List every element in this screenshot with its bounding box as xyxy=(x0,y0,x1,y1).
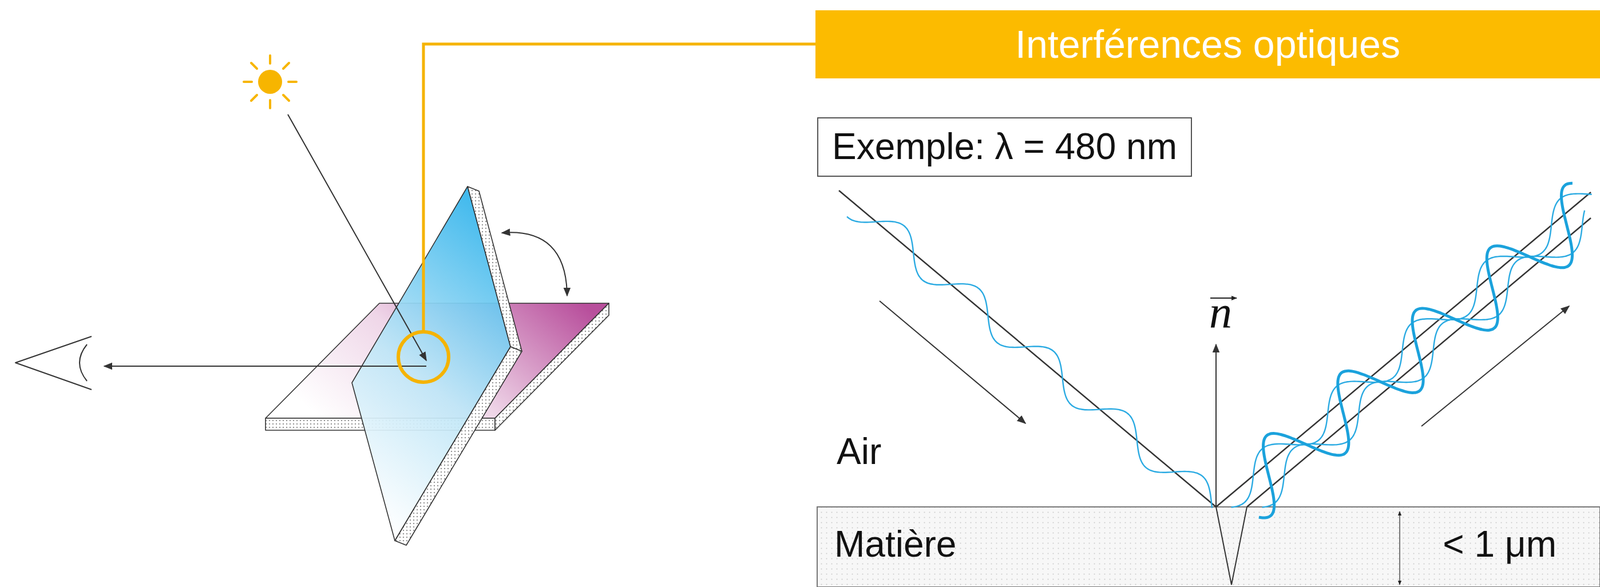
rotation-arrow xyxy=(501,232,568,296)
light-waves xyxy=(846,183,1592,518)
zoom-circle xyxy=(398,331,449,383)
thickness-dimension xyxy=(1399,511,1401,585)
normal-vector xyxy=(1215,344,1217,508)
medium-label: Air xyxy=(836,433,882,470)
normal-vector-label: n xyxy=(1209,288,1233,335)
reflected-light-ray xyxy=(104,365,427,367)
incident-ray xyxy=(838,190,1217,508)
thickness-text: < 1 μm xyxy=(1442,523,1557,566)
light-wave xyxy=(1262,210,1585,508)
material-band: Matière < 1 μm xyxy=(817,507,1600,587)
refracted-ray xyxy=(1216,507,1247,585)
light-wave xyxy=(1258,183,1573,518)
sun-symbol xyxy=(243,55,297,109)
incident-light-ray xyxy=(287,114,427,361)
material-layer xyxy=(817,507,1600,587)
example-text: Exemple: λ = 480 nm xyxy=(832,125,1178,169)
title-text: Interférences optiques xyxy=(1015,21,1401,67)
title-band: Interférences optiques xyxy=(815,10,1600,79)
material-text: Matière xyxy=(834,523,957,566)
direction-arrow xyxy=(1421,306,1570,427)
direction-arrow xyxy=(879,301,1026,424)
reflected-ray xyxy=(1216,192,1591,508)
light-wave xyxy=(1231,193,1592,508)
eye-symbol xyxy=(15,336,92,390)
light-wave xyxy=(846,216,1213,509)
example-box: Exemple: λ = 480 nm xyxy=(817,117,1192,177)
zoom-leader-line xyxy=(423,44,816,332)
